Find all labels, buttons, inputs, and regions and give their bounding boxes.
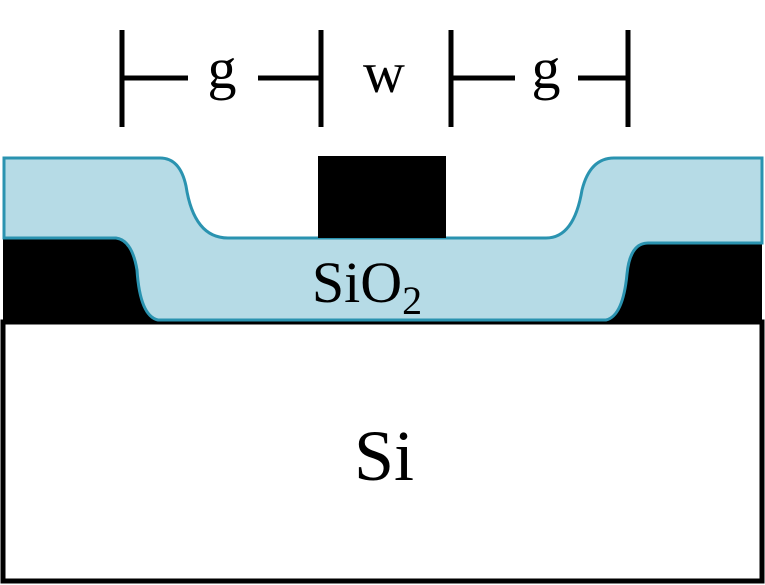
signal-conductor (318, 156, 446, 238)
label-width: w (363, 40, 405, 105)
label-substrate: Si (354, 416, 414, 496)
ground-plane-right (606, 243, 762, 322)
label-oxide-subscript: 2 (402, 278, 422, 323)
substrate-block (0, 319, 765, 584)
label-gap-left: g (208, 36, 237, 101)
label-oxide-main: SiO (312, 250, 402, 315)
oxide-layer (2, 156, 764, 322)
dimension-markers (119, 30, 631, 127)
label-oxide: SiO2 (312, 250, 422, 323)
label-gap-right: g (532, 36, 561, 101)
ground-plane-left (3, 238, 160, 322)
